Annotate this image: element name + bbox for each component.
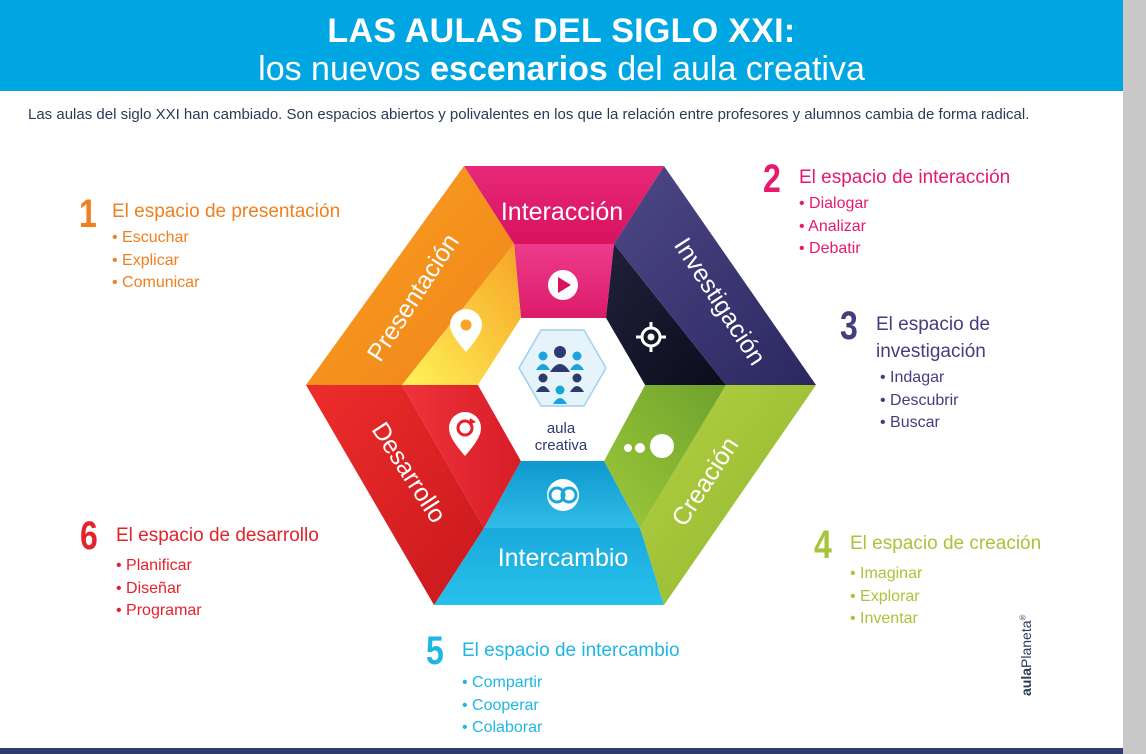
center-label-line-1: aula: [547, 420, 576, 437]
section-list-5: • Compartir • Cooperar • Colaborar: [462, 672, 542, 740]
list-item: • Colaborar: [462, 719, 543, 736]
section-number-3: 3: [840, 304, 858, 348]
inner-investigacion: [606, 244, 726, 385]
label-intercambio: Intercambio: [498, 544, 629, 572]
section-list-2: • Dialogar • Analizar • Debatir: [799, 193, 869, 261]
list-item: • Descubrir: [880, 391, 959, 409]
segment-presentacion: [306, 166, 514, 385]
title-line-2: los nuevos escenarios del aula creativa: [0, 50, 1123, 88]
section-number-4: 4: [814, 523, 832, 567]
list-item: • Indagar: [880, 369, 945, 386]
list-item: • Imaginar: [850, 565, 923, 582]
section-number-2: 2: [763, 157, 781, 201]
section-title-5: El espacio de intercambio: [462, 640, 680, 661]
list-item: • Buscar: [880, 414, 940, 431]
section-number-5: 5: [426, 629, 444, 673]
section-number-6: 6: [80, 514, 98, 558]
section-title-3-line-2: investigación: [876, 341, 986, 362]
title-line-2-pre: los nuevos: [258, 50, 431, 88]
segment-desarrollo: [306, 385, 484, 605]
brand-mark: ®: [1018, 614, 1028, 621]
list-item: • Inventar: [850, 610, 918, 627]
overlap-circles-icon: [547, 479, 579, 511]
location-pin-icon: [450, 309, 482, 352]
brand-logo: aulaPlaneta®: [1018, 615, 1034, 696]
list-item: • Debatir: [799, 240, 861, 257]
title-line-1: LAS AULAS DEL SIGLO XXI:: [327, 12, 796, 50]
list-item: • Compartir: [462, 674, 543, 691]
play-icon: [548, 270, 578, 300]
section-title-4: El espacio de creación: [850, 533, 1042, 554]
refresh-pin-icon: [449, 412, 481, 456]
section-title-3-line-1: El espacio de: [876, 314, 991, 335]
list-item: • Escuchar: [112, 229, 189, 246]
section-title-2: El espacio de interacción: [799, 167, 1011, 188]
list-item: • Explicar: [112, 251, 179, 269]
segment-interaccion: [464, 166, 664, 244]
section-list-4: • Imaginar • Explorar • Inventar: [850, 563, 922, 631]
segment-investigacion: [614, 166, 816, 385]
list-item: • Diseñar: [116, 579, 182, 597]
dots-icon: [624, 434, 674, 458]
right-scroll-area: [1123, 0, 1146, 754]
header-banner: LAS AULAS DEL SIGLO XXI: los nuevos esce…: [0, 0, 1123, 91]
crosshair-icon: [636, 322, 666, 352]
title-line-2-post: del aula creativa: [607, 50, 865, 88]
list-item: • Dialogar: [799, 195, 869, 212]
intro-text: Las aulas del siglo XXI han cambiado. So…: [28, 106, 1030, 123]
segment-creacion: [640, 385, 816, 605]
people-group-icon: [536, 346, 584, 404]
section-list-6: • Planificar • Diseñar • Programar: [116, 555, 202, 623]
section-title-1: El espacio de presentación: [112, 201, 341, 222]
bottom-bar: [0, 748, 1123, 754]
label-interaccion: Interacción: [501, 198, 623, 226]
list-item: • Comunicar: [112, 274, 200, 291]
list-item: • Analizar: [799, 217, 866, 235]
list-item: • Explorar: [850, 587, 920, 605]
title-line-2-bold: escenarios: [430, 50, 608, 88]
center-label-line-2: creativa: [535, 437, 588, 454]
section-number-1: 1: [79, 192, 97, 236]
list-item: • Planificar: [116, 557, 192, 574]
inner-desarrollo: [402, 385, 521, 528]
list-item: • Programar: [116, 602, 202, 619]
list-item: • Cooperar: [462, 696, 539, 714]
brand-rest: Planeta: [1018, 620, 1034, 668]
section-list-1: • Escuchar • Explicar • Comunicar: [112, 227, 199, 295]
brand-bold: aula: [1018, 667, 1034, 696]
section-title-6: El espacio de desarrollo: [116, 525, 319, 546]
segment-intercambio: [434, 528, 664, 605]
section-list-3: • Indagar • Descubrir • Buscar: [880, 367, 959, 435]
